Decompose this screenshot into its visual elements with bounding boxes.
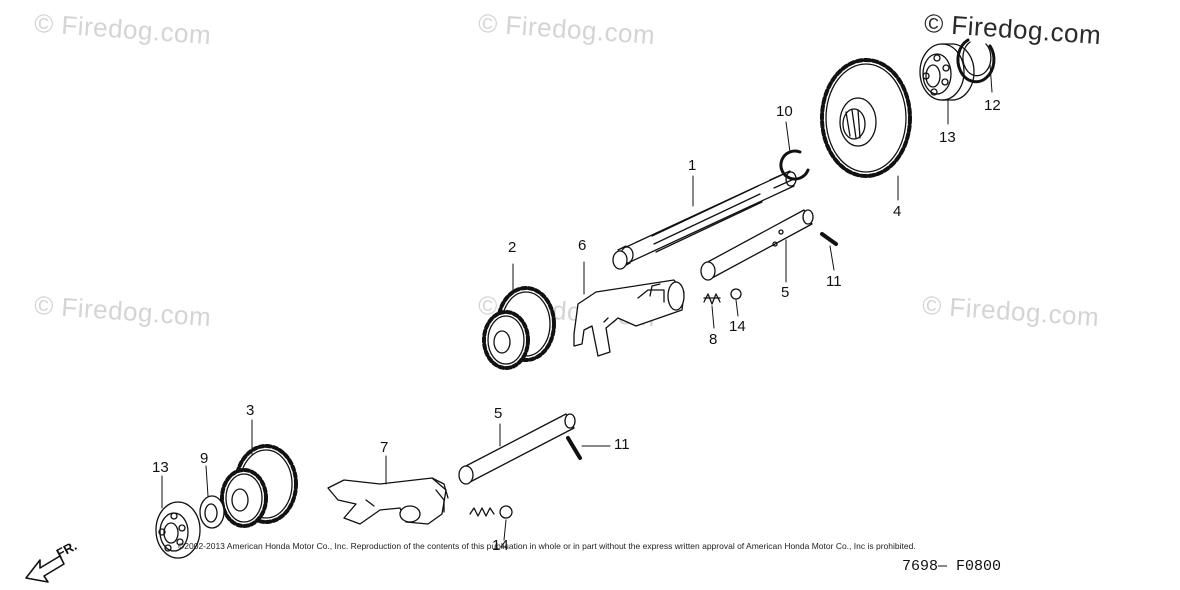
callout-number: 9 xyxy=(200,450,209,467)
lower-gear-part xyxy=(220,444,298,528)
shift-shaft-part xyxy=(700,209,814,281)
callout-number: 2 xyxy=(508,239,517,256)
front-arrow-icon xyxy=(25,555,65,583)
callout-number: 14 xyxy=(492,537,509,554)
double-gear-part xyxy=(482,286,556,370)
shift-fork-part xyxy=(573,279,685,357)
lower-pin-part xyxy=(566,436,582,460)
bearing-part xyxy=(919,43,975,101)
callout-number: 3 xyxy=(246,402,255,419)
callout-number: 1 xyxy=(688,157,697,174)
callout-number: 7 xyxy=(380,439,389,456)
lower-bearing-part xyxy=(155,501,201,559)
callout-number: 12 xyxy=(984,97,1001,114)
gear-part xyxy=(820,58,912,178)
callout-number: 13 xyxy=(152,459,169,476)
callout-number: 4 xyxy=(893,203,902,220)
callout-number: 14 xyxy=(729,318,746,335)
figure-code: 7698— F0800 xyxy=(902,558,1002,575)
washer-part xyxy=(199,495,225,529)
pin-part xyxy=(820,232,838,246)
callout-number: 11 xyxy=(826,273,842,290)
ball-part xyxy=(730,288,742,300)
snap-ring-part xyxy=(956,38,996,84)
callout-number: 10 xyxy=(776,103,793,120)
callout-number: 8 xyxy=(709,331,718,348)
copyright-notice: ©2002-2013 American Honda Motor Co., Inc… xyxy=(178,541,916,551)
shaft-part xyxy=(612,170,797,270)
spring-part xyxy=(703,293,721,305)
callout-number: 5 xyxy=(494,405,503,422)
callout-number: 6 xyxy=(578,237,587,254)
callout-number: 11 xyxy=(614,436,630,453)
lower-spring-part xyxy=(469,507,495,517)
circlip-part xyxy=(779,149,810,181)
lower-shift-shaft-part xyxy=(458,413,576,485)
lower-shift-fork-part xyxy=(327,477,449,525)
callout-number: 13 xyxy=(939,129,956,146)
lower-ball-part xyxy=(499,505,513,519)
callout-number: 5 xyxy=(781,284,790,301)
